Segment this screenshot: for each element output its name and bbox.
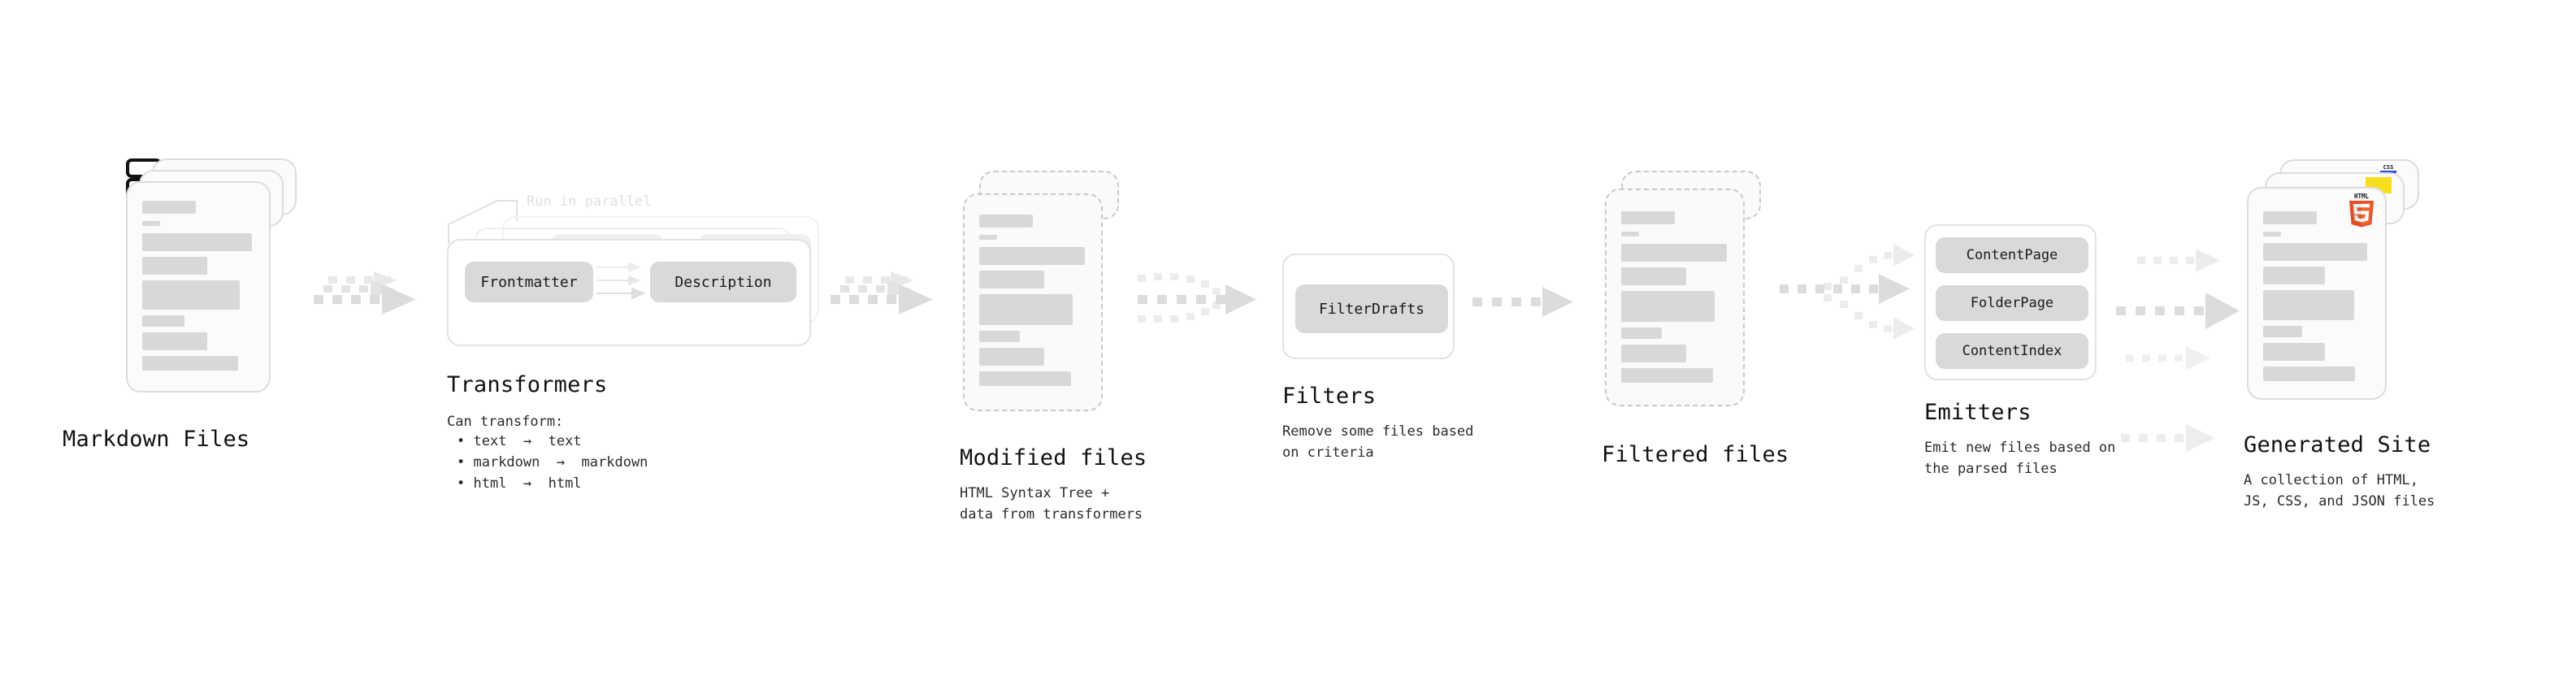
- modified-files-subtitle: HTML Syntax Tree + data from transformer…: [960, 485, 1143, 523]
- filtered-files-title: Filtered files: [1602, 442, 1789, 467]
- doc-bar-line-2: [2263, 267, 2325, 284]
- transformers-bullet-1-text: text → text: [473, 433, 582, 449]
- transformers-bullet-3: • html → html: [457, 475, 582, 492]
- transformer-panel-front: Frontmatter Description: [447, 239, 811, 346]
- doc-bar-line-6: [1621, 368, 1713, 383]
- frontmatter-to-description-arrows: [596, 262, 646, 300]
- doc-bar-line-3: [142, 280, 240, 310]
- stage-markdown-files: M↓ Markdown Files: [63, 158, 297, 452]
- modified-card-content: [965, 195, 1101, 410]
- modified-file-stack: [963, 171, 1134, 439]
- doc-bar-subtitle: [2263, 232, 2281, 236]
- generated-site-title: Generated Site: [2244, 432, 2431, 458]
- doc-bar-title: [2263, 211, 2317, 224]
- doc-bar-line-4: [142, 315, 184, 327]
- doc-bar-line-1: [142, 233, 252, 251]
- emitters-subtitle: Emit new files based on the parsed files: [1924, 440, 2116, 478]
- stage-generated-site: CSS HTML: [2244, 159, 2435, 510]
- markdown-card-content: [128, 183, 269, 391]
- transformer-chip-description[interactable]: Description: [650, 262, 796, 302]
- html5-badge-wordmark: HTML: [2354, 193, 2370, 200]
- generated-site-stack: CSS HTML: [2247, 159, 2426, 427]
- doc-bar-line-4: [979, 331, 1020, 342]
- doc-bar-line-5: [2263, 343, 2325, 361]
- transformers-bullet-1: • text → text: [457, 433, 582, 449]
- doc-bar-line-2: [979, 271, 1044, 288]
- filters-subtitle: Remove some files based on criteria: [1282, 423, 1474, 462]
- doc-bar-line-4: [2263, 326, 2302, 337]
- transformers-bullet-2-text: markdown → markdown: [473, 454, 648, 471]
- connector-modified-to-filters: [1138, 273, 1256, 323]
- filter-chip-filterdrafts[interactable]: FilterDrafts: [1295, 284, 1448, 333]
- doc-bar-line-6: [979, 371, 1071, 386]
- doc-bar-line-1: [1621, 244, 1727, 262]
- transformers-title: Transformers: [447, 372, 608, 397]
- transformers-bullet-2: • markdown → markdown: [457, 454, 648, 471]
- connector-filtered-to-emitters: [1780, 244, 1915, 340]
- doc-bar-line-2: [142, 257, 207, 275]
- markdown-files-title: Markdown Files: [63, 427, 250, 452]
- stage-filtered-files: Filtered files: [1602, 171, 1789, 467]
- connector-transformers-to-modified: [830, 271, 933, 314]
- stage-modified-files: Modified files HTML Syntax Tree + data f…: [960, 171, 1147, 523]
- doc-bar-subtitle: [1621, 232, 1639, 236]
- modified-card-front: [963, 193, 1103, 411]
- emitter-chip-contentindex[interactable]: ContentIndex: [1936, 333, 2088, 369]
- doc-bar-line-4: [1621, 327, 1662, 339]
- doc-bar-line-5: [142, 332, 207, 350]
- doc-bar-subtitle: [979, 235, 997, 240]
- doc-bar-title: [1621, 211, 1675, 224]
- generated-card-content: [2249, 189, 2385, 398]
- modified-files-title: Modified files: [960, 445, 1147, 471]
- doc-bar-line-2: [1621, 267, 1686, 285]
- connector-emitters-to-site: [2116, 249, 2240, 370]
- emitters-title: Emitters: [1924, 400, 2032, 425]
- doc-bar-line-1: [979, 247, 1085, 265]
- filters-title: Filters: [1282, 384, 1377, 409]
- emitter-chip-folderpage[interactable]: FolderPage: [1936, 285, 2088, 321]
- connector-site-inbound: [2121, 424, 2215, 452]
- css-badge: CSS: [2380, 164, 2396, 173]
- connector-md-to-transformers: [314, 271, 416, 314]
- transformers-subtitle: Can transform:: [447, 414, 564, 430]
- emitter-chip-contentpage[interactable]: ContentPage: [1936, 237, 2088, 273]
- doc-bar-line-3: [2263, 290, 2354, 320]
- filtered-card-front: [1605, 189, 1745, 406]
- emitters-panel: ContentPage FolderPage ContentIndex: [1924, 224, 2097, 380]
- doc-bar-line-6: [142, 356, 238, 371]
- doc-bar-line-5: [979, 348, 1044, 366]
- run-in-parallel-label: Run in parallel: [527, 193, 652, 210]
- generated-site-subtitle: A collection of HTML, JS, CSS, and JSON …: [2244, 472, 2435, 510]
- doc-bar-subtitle: [142, 221, 160, 226]
- markdown-file-stack: M↓: [126, 158, 297, 419]
- html5-badge: HTML: [2349, 193, 2374, 228]
- doc-bar-line-3: [979, 294, 1073, 325]
- doc-bar-line-3: [1621, 291, 1715, 322]
- markdown-card-front: [126, 181, 271, 393]
- doc-bar-line-6: [2263, 367, 2355, 381]
- filtered-file-stack: [1605, 171, 1776, 439]
- filtered-card-content: [1607, 190, 1743, 405]
- connector-filters-to-filtered: [1472, 287, 1573, 317]
- doc-bar-title: [142, 201, 196, 214]
- doc-bar-title: [979, 215, 1033, 228]
- filters-panel: FilterDrafts: [1282, 254, 1455, 359]
- doc-bar-line-1: [2263, 243, 2367, 261]
- transformers-bullet-3-text: html → html: [473, 475, 582, 492]
- doc-bar-line-5: [1621, 345, 1686, 362]
- svg-text:CSS: CSS: [2383, 164, 2394, 171]
- transformer-chip-frontmatter[interactable]: Frontmatter: [465, 262, 593, 302]
